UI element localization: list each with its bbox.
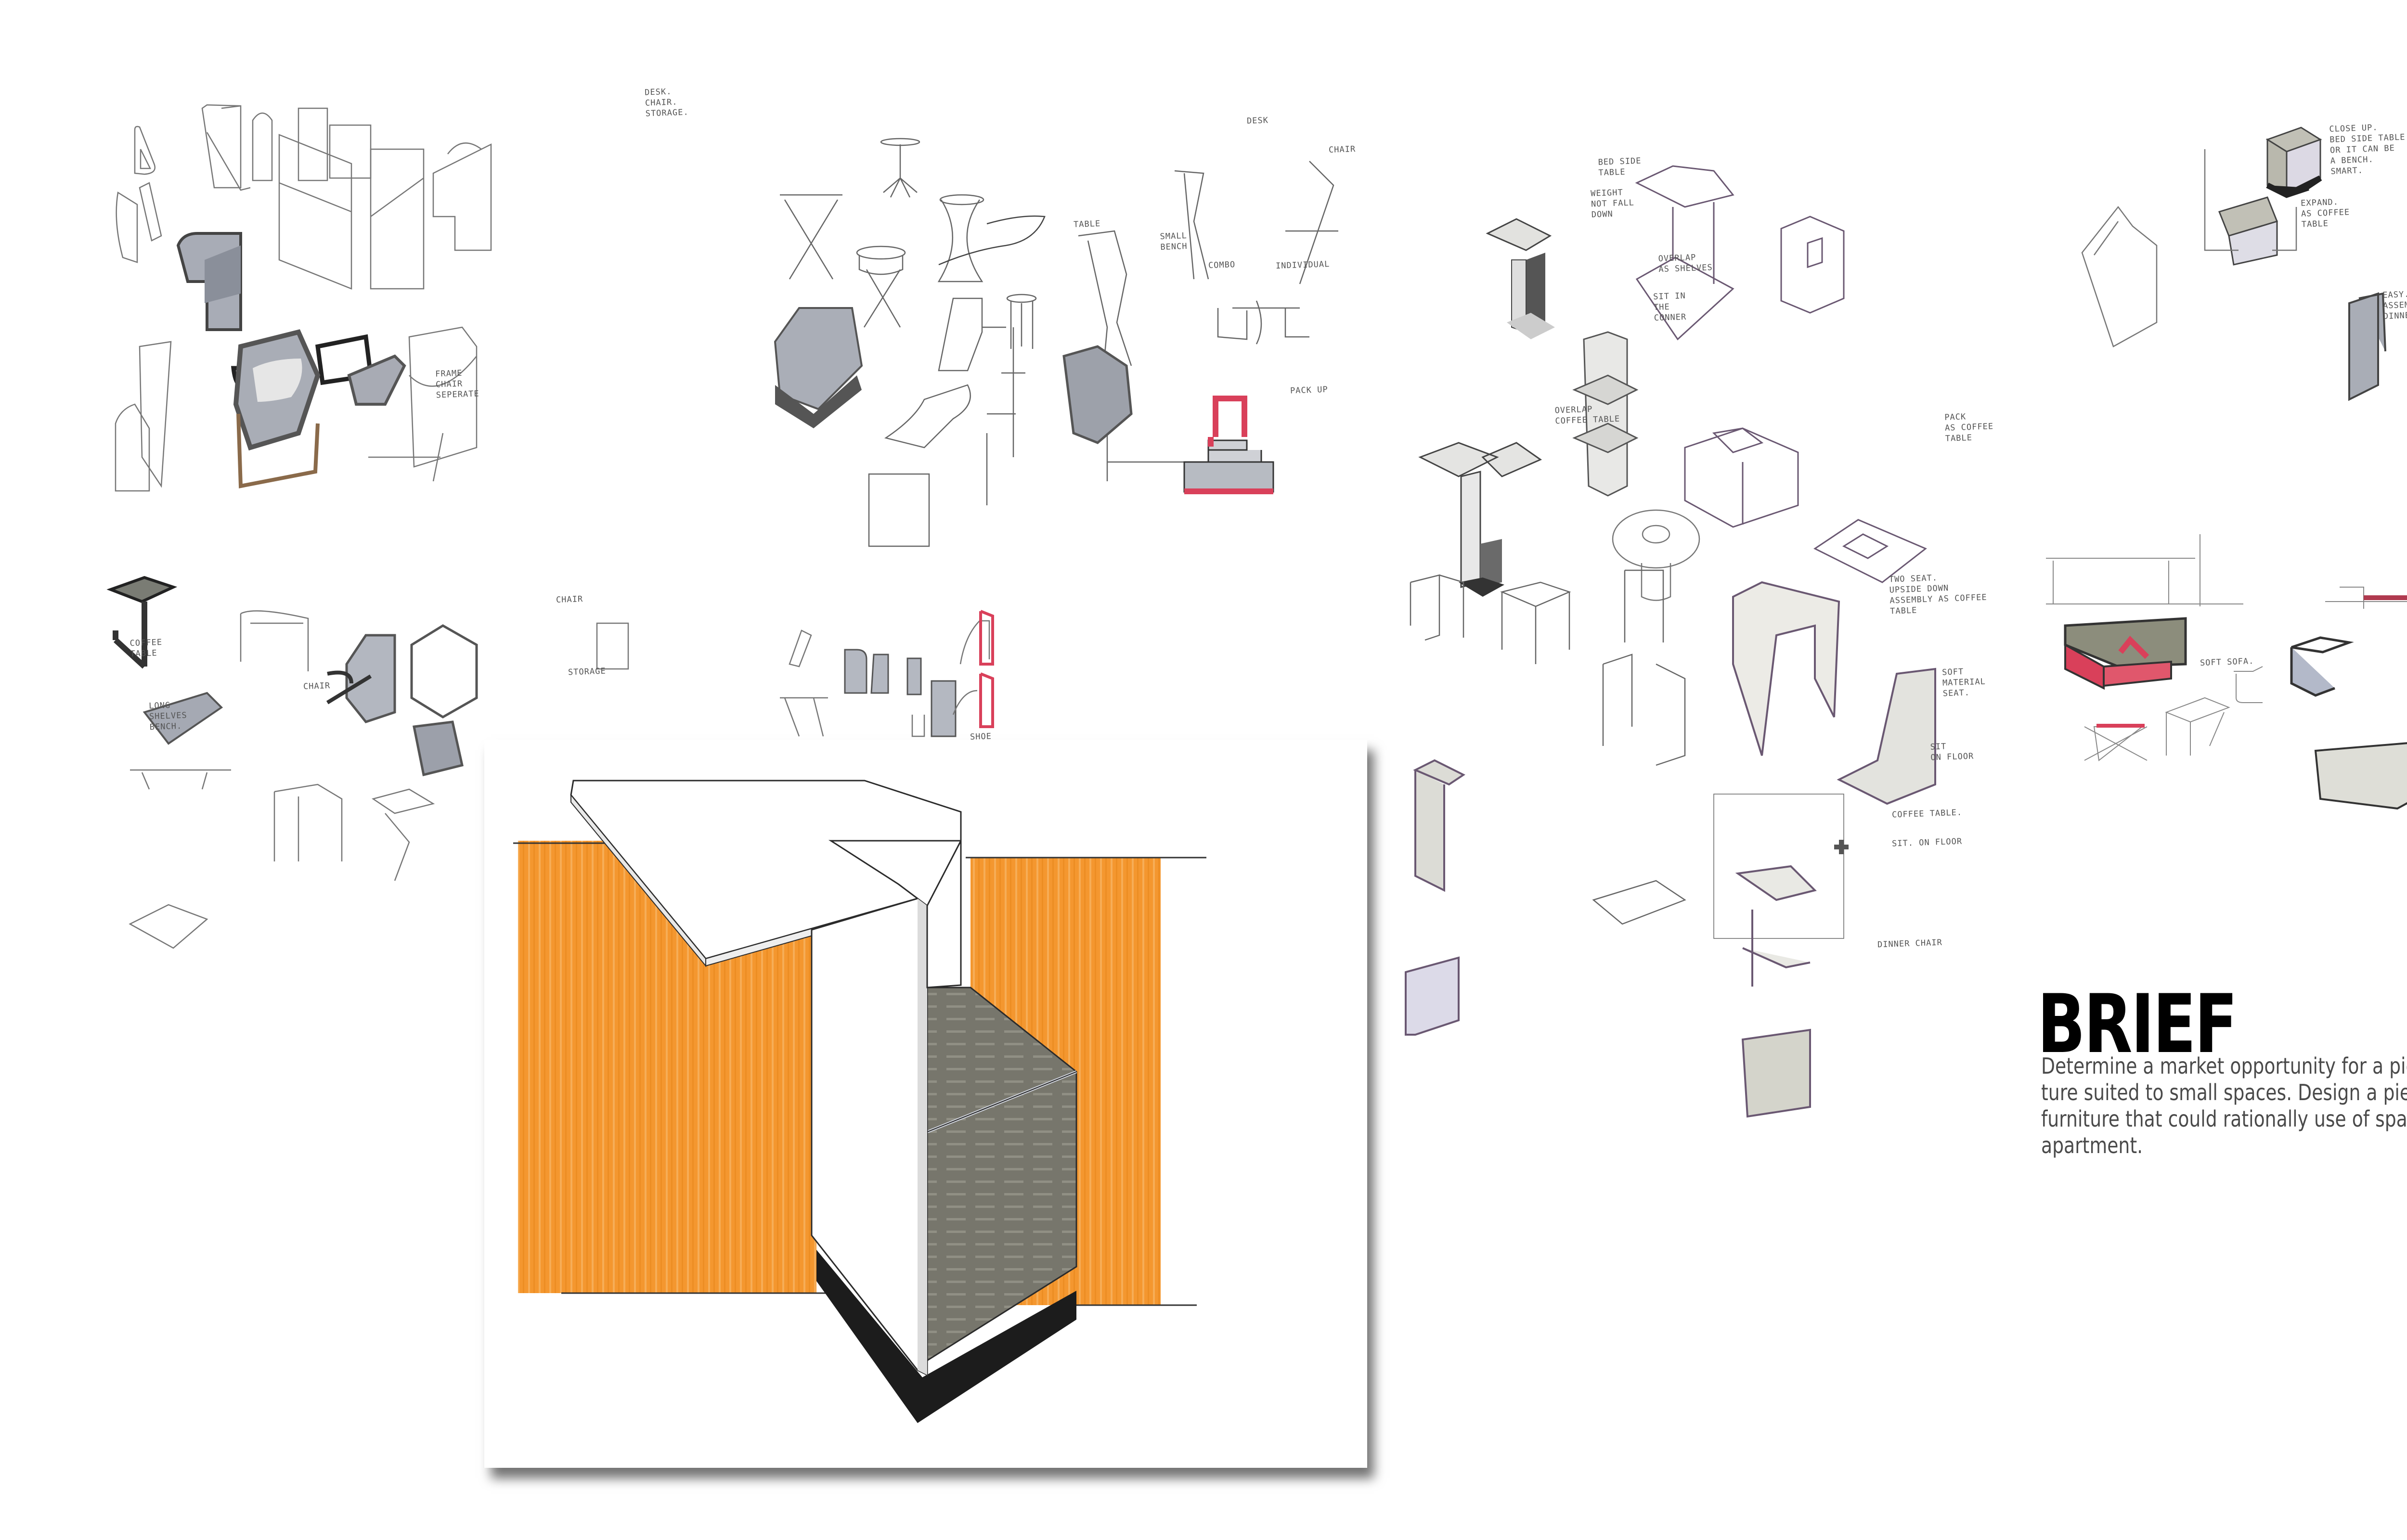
annotation: SIT ON FLOOR <box>1930 742 1974 763</box>
annotation: DESK <box>1246 116 1269 126</box>
annotation: TWO SEAT. UPSIDE DOWN ASSEMBLY AS COFFEE… <box>1889 573 1987 616</box>
annotation: EASY. STORAGE. ASSEMBLY CHAIR DINNER CHA… <box>2382 289 2407 321</box>
annotation: DINNER CHAIR <box>1877 937 1943 950</box>
annotation: STORAGE <box>568 666 606 678</box>
annotation: OVERLAP COFFEE TABLE <box>1554 404 1620 426</box>
annotation: FRAME CHAIR SEPERATE <box>435 368 479 400</box>
side-table-rendering <box>513 780 1206 1423</box>
brief-line: ture suited to small spaces. Design a pi… <box>2041 1079 2407 1105</box>
annotation: COMBO <box>1208 260 1236 270</box>
annotation: BED SIDE TABLE <box>1598 156 1642 178</box>
annotation: SOFT MATERIAL SEAT. <box>1941 667 1986 699</box>
sketch-sheet-bedside-coffee-table: BED SIDE TABLE WEIGHT NOT FALL DOWN OVER… <box>1396 120 2046 601</box>
sketch-sheet-desk-chair-bench: DESK CHAIR TABLE SMALL BENCH COMBO INDIV… <box>761 96 1386 547</box>
annotation: WEIGHT NOT FALL DOWN <box>1590 188 1635 220</box>
annotation: CHAIR <box>1328 144 1356 155</box>
black-base <box>816 1250 1076 1423</box>
sketch-drawings <box>1405 569 1936 1118</box>
annotation: CHAIR <box>303 681 331 692</box>
sketch-drawings <box>780 610 994 737</box>
brief-line: furniture that could rationally use of s… <box>2041 1106 2407 1132</box>
sketch-sheet-net-chair-bench: CLOSE UP. BED SIDE TABLE OR IT CAN BE A … <box>2070 96 2407 481</box>
annotation: SIT IN THE CONNER <box>1653 291 1687 323</box>
sketch-drawings <box>1418 165 1927 601</box>
sketch-drawings <box>106 576 629 949</box>
sketch-drawings <box>774 138 1338 547</box>
brief-line: apartment. <box>2041 1132 2143 1158</box>
brief-body: Determine a market opportunity for a pie… <box>2041 1053 2407 1159</box>
sketch-sheet-expand-table-sofa: EXPAND TABLE SOFT SOFA. SOFA. <box>2046 529 2407 962</box>
annotation: EXPAND. AS COFFEE TABLE <box>2300 197 2350 230</box>
annotation: PACK UP <box>1290 385 1328 396</box>
hero-marker-rendering <box>484 740 1367 1468</box>
sketch-drawings <box>115 104 492 492</box>
sketch-sheet-coffee-table-shelves: COFFEE TABLE LONG SHELVES BENCH. CHAIR C… <box>96 553 794 962</box>
sketch-sheet-desk-chair-storage: Desk. Chair. Storage. FRAME CHAIR SEPERA… <box>96 87 746 520</box>
annotation: OVERLAP AS SHELVES <box>1658 253 1713 274</box>
sketch-drawings <box>2046 534 2407 810</box>
annotation: LONG SHELVES BENCH. <box>148 700 187 732</box>
annotation: SMALL BENCH <box>1160 231 1188 252</box>
sketch-drawings <box>2081 127 2386 401</box>
annotation: SOFT SOFA. <box>2200 656 2254 668</box>
annotation: INDIVIDUAL <box>1275 259 1330 271</box>
brief-line: Determine a market opportunity for a pie… <box>2041 1053 2407 1079</box>
sketch-sheet-shoe-storage: SHOE <box>770 553 1396 746</box>
annotation: CLOSE UP. BED SIDE TABLE OR IT CAN BE A … <box>2329 123 2406 177</box>
annotation: TABLE <box>1073 219 1101 230</box>
annotation: PACK AS COFFEE TABLE <box>1944 412 1994 444</box>
sketch-sheet-two-seat-assembly: TWO SEAT. UPSIDE DOWN ASSEMBLY AS COFFEE… <box>1396 553 2046 1118</box>
brief-heading: BRIEF <box>2037 977 2238 1071</box>
annotation: Desk. Chair. Storage. <box>644 87 689 119</box>
table-leg-panel <box>811 898 928 1376</box>
annotation: COFFEE TABLE <box>129 637 163 659</box>
annotation: CHAIR <box>556 594 583 605</box>
